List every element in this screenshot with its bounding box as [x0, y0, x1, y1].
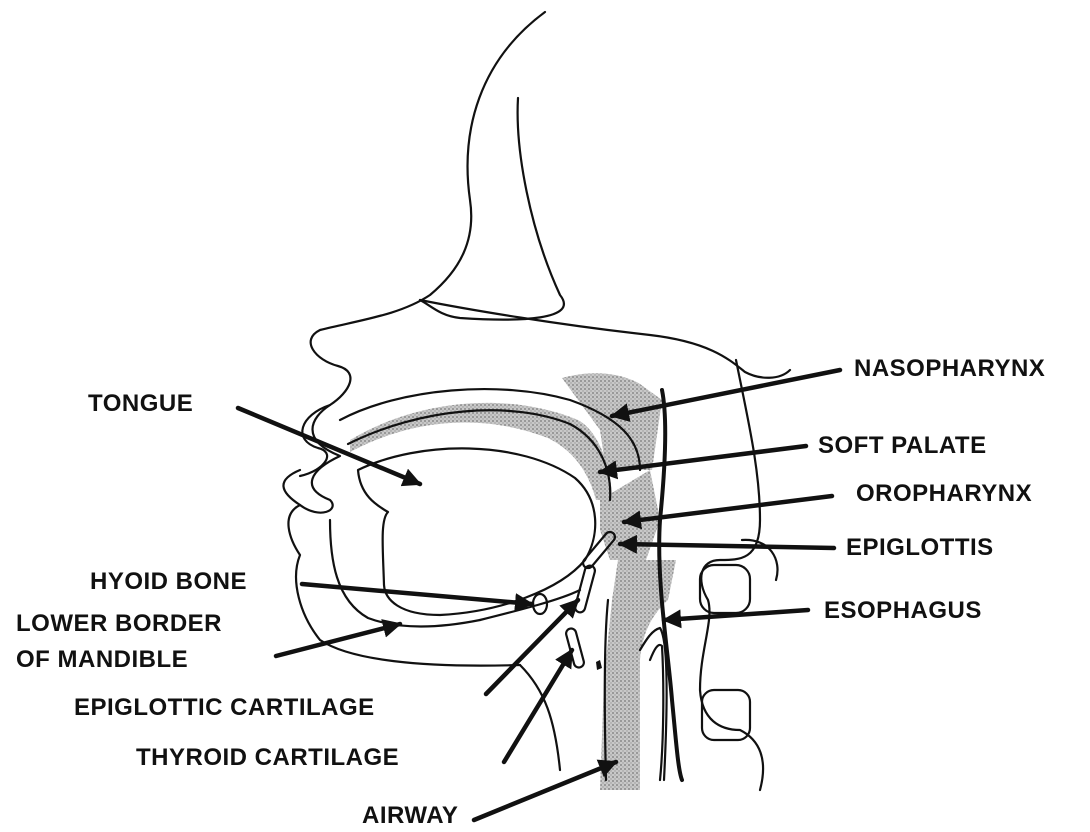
label-thyroid-cartilage: THYROID CARTILAGE: [136, 744, 399, 771]
label-lower-border-line2: OF MANDIBLE: [16, 646, 188, 673]
esophagus-arrow: [664, 610, 808, 620]
label-nasopharynx: NASOPHARYNX: [854, 355, 1045, 382]
airway-arrow: [474, 762, 616, 820]
tongue-arrow: [238, 408, 420, 484]
label-oropharynx: OROPHARYNX: [856, 480, 1032, 507]
nasal-cavity-floor: [420, 300, 790, 378]
soft-palate-shading: [350, 403, 612, 500]
skull-outline: [283, 12, 545, 513]
lower-border-arrow: [276, 624, 400, 656]
esophagus-inner-wall: [650, 645, 663, 780]
label-lower-border-line1: LOWER BORDER: [16, 610, 222, 637]
label-soft-palate: SOFT PALATE: [818, 432, 987, 459]
label-esophagus: ESOPHAGUS: [824, 597, 982, 624]
cervical-spine-outline: [700, 360, 763, 790]
hyoid-bone-arrow: [302, 584, 532, 604]
label-epiglottic-cartilage: EPIGLOTTIC CARTILAGE: [74, 694, 375, 721]
label-hyoid-bone: HYOID BONE: [90, 568, 247, 595]
thyroid-cartilage-shape: [565, 627, 585, 668]
label-epiglottis: EPIGLOTTIS: [846, 534, 994, 561]
label-tongue: TONGUE: [88, 390, 193, 417]
small-mark: [596, 660, 602, 670]
epiglottis-arrow: [620, 544, 834, 548]
vertebra-1: [700, 565, 750, 613]
label-airway: AIRWAY: [362, 802, 458, 829]
epiglottic-cartilage-shape: [574, 565, 596, 614]
nose-outline: [420, 98, 564, 320]
